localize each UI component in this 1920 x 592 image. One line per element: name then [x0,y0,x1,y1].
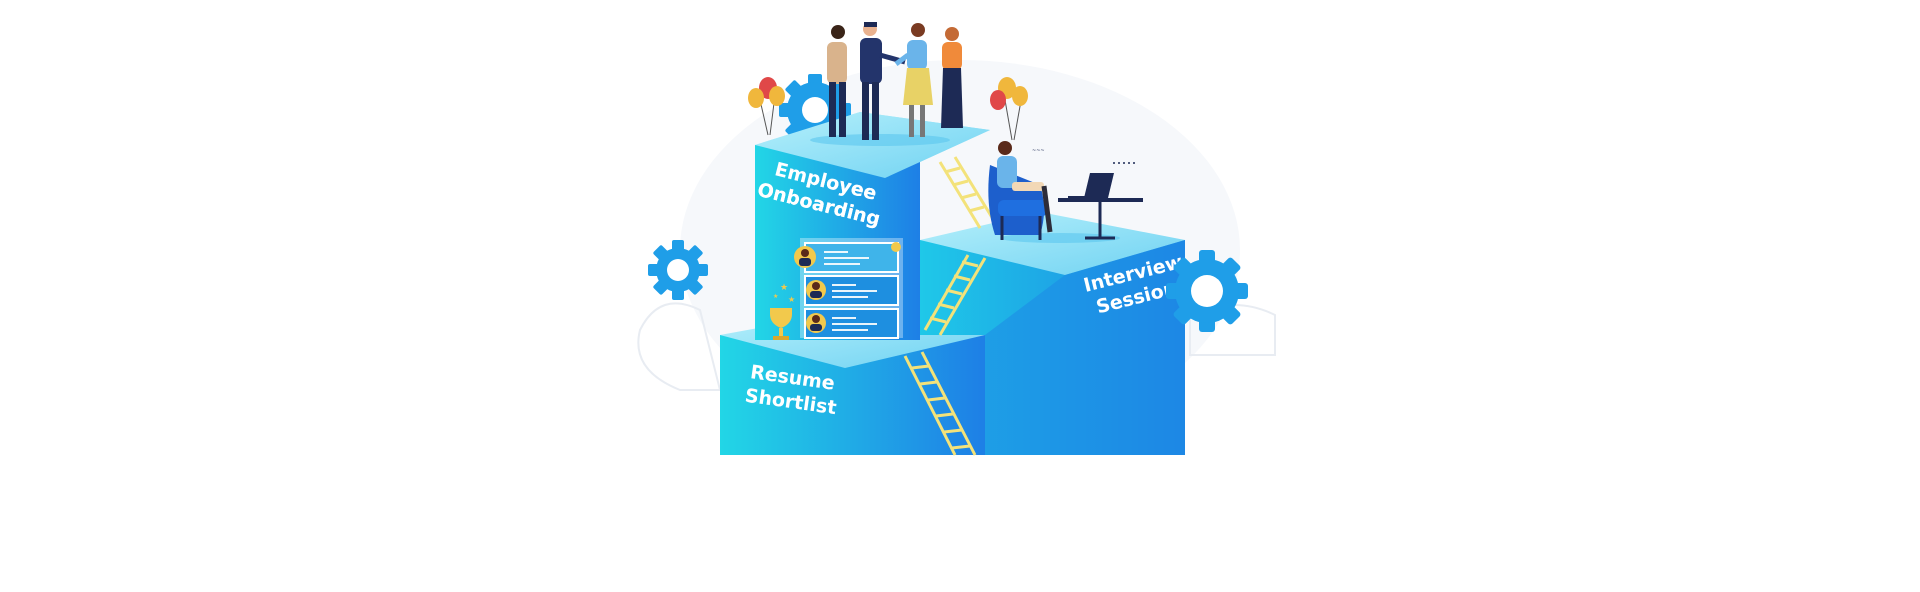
avatar-icon [794,246,816,268]
typing-dots [1113,162,1135,164]
star-icon: ★ [788,295,795,304]
check-badge-icon [891,242,901,252]
gear-icon [1166,250,1248,332]
interview-scene: ~~~ [988,141,1143,243]
interview-session-step [920,212,1185,455]
onboarding-team-figures [810,22,963,146]
avatar-icon [806,313,826,333]
ladder-icon [903,351,977,456]
trophy-icon [770,308,792,340]
gear-icon [648,240,708,300]
balloon-icon [748,77,785,136]
star-icon: ★ [780,283,788,293]
star-icon: ★ [773,293,778,300]
resume-board [794,238,903,339]
ladder-icon [923,254,987,336]
laptop-icon [1068,173,1114,199]
balloon-icon [990,77,1028,141]
avatar-icon [806,280,826,300]
ladder-icon [938,156,998,229]
speech-scribble: ~~~ [1032,148,1045,154]
